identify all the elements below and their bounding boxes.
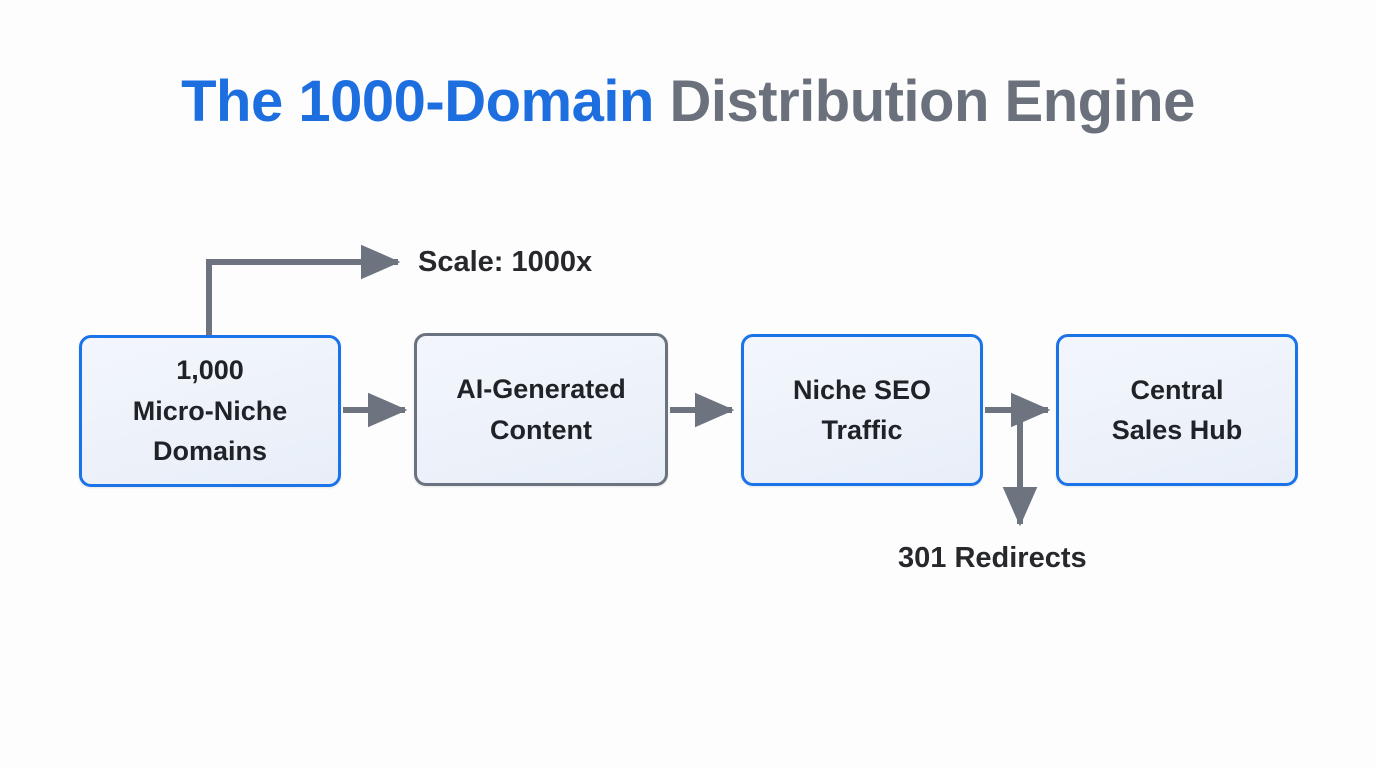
page-title-accent: The 1000-Domain (181, 69, 654, 134)
flow-node-domains-label: 1,000 Micro-Niche Domains (132, 355, 288, 467)
flow-node-traffic-label: Niche SEO Traffic (792, 374, 932, 446)
flow-node-hub-label: Central Sales Hub (1111, 374, 1243, 446)
flow-node-niche-seo-traffic[interactable]: Niche SEO Traffic (741, 334, 983, 486)
flow-node-ai-generated-content[interactable]: AI-Generated Content (414, 333, 668, 486)
annotation-301-redirects: 301 Redirects (898, 542, 1087, 574)
page-title-rest: Distribution Engine (653, 69, 1196, 134)
flow-node-content-label: AI-Generated Content (456, 374, 626, 445)
annotation-scale: Scale: 1000x (418, 246, 593, 278)
flow-node-central-sales-hub[interactable]: Central Sales Hub (1056, 334, 1298, 486)
page-title: The 1000-Domain Distribution Engine (0, 68, 1376, 135)
flow-node-domains[interactable]: 1,000 Micro-Niche Domains (79, 335, 341, 487)
edge-domains-to-scale-label (206, 244, 401, 336)
